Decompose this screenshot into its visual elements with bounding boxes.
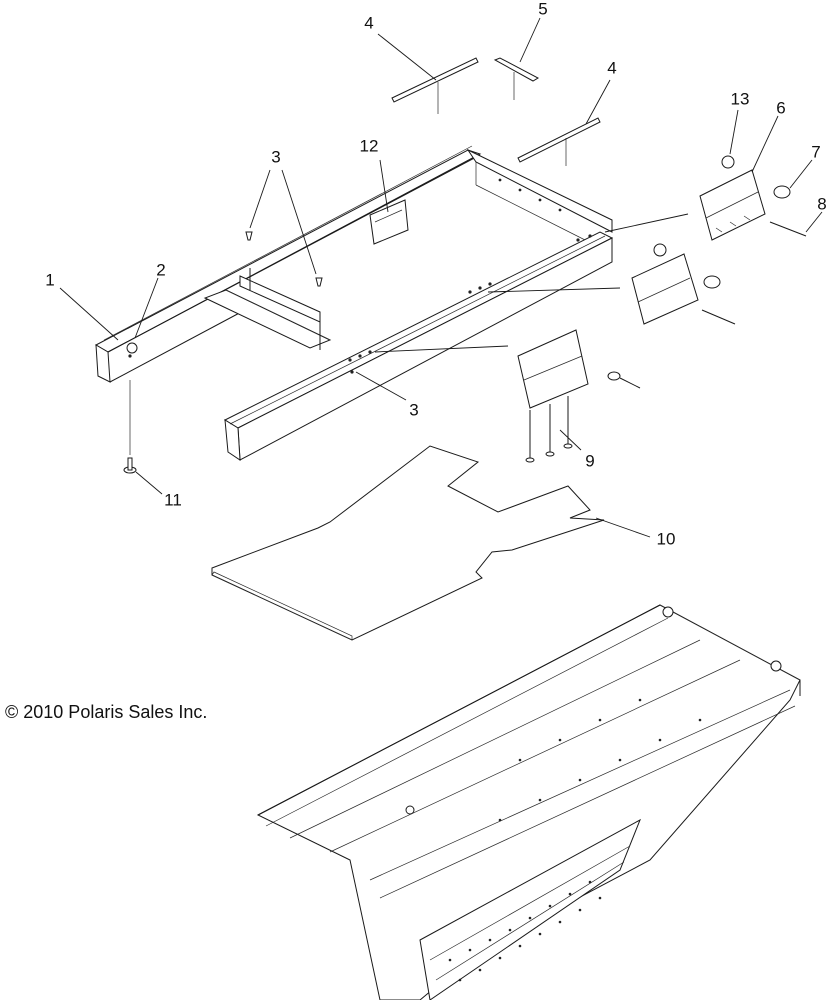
- trim-strip-right: [517, 117, 601, 166]
- callout-6: 6: [776, 98, 786, 118]
- hinge-upper: [699, 155, 807, 241]
- bolt-11: [123, 380, 137, 474]
- callout-12: 12: [359, 136, 379, 156]
- callout-13: 13: [730, 89, 750, 109]
- callout-5: 5: [538, 0, 548, 19]
- callout-1: 1: [45, 270, 55, 290]
- callout-11: 11: [164, 490, 182, 510]
- bed-assembly-lower: [256, 604, 801, 1000]
- callout-2: 2: [156, 260, 166, 280]
- callout-8: 8: [817, 194, 827, 214]
- trim-strip-left: [391, 57, 479, 114]
- callout-9: 9: [585, 451, 595, 471]
- hinge-middle: [631, 243, 736, 325]
- bed-frame: [94, 145, 614, 461]
- trim-strip-center: [493, 57, 540, 100]
- callout-7: 7: [811, 142, 821, 162]
- callout-10: 10: [656, 529, 676, 549]
- hinge-lower: [517, 329, 641, 463]
- callout-leaders: [59, 17, 823, 538]
- callout-4-left: 4: [364, 13, 374, 33]
- callout-3-lower: 3: [409, 400, 419, 420]
- copyright-notice: © 2010 Polaris Sales Inc.: [5, 702, 208, 722]
- floor-pad: [211, 445, 605, 641]
- frame-holes: [128, 178, 592, 374]
- callout-4-right: 4: [607, 58, 617, 78]
- callout-3-upper: 3: [271, 147, 281, 167]
- perforation-dots: [448, 698, 702, 982]
